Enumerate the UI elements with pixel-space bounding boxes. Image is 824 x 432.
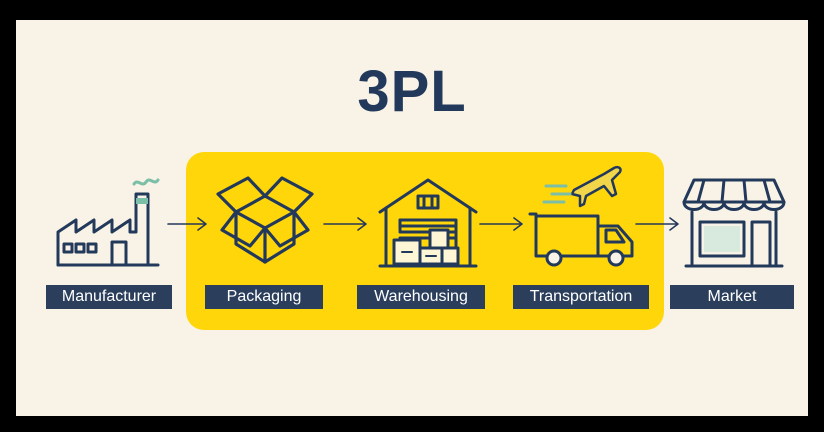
stage-label-packaging: Packaging [205, 285, 323, 309]
stage-label-manufacturer: Manufacturer [46, 285, 172, 309]
diagram-canvas: 3PL [16, 20, 808, 416]
truck-airplane-icon [528, 165, 634, 267]
arrow-packaging-to-warehousing [323, 217, 367, 231]
arrow-warehousing-to-transportation [479, 217, 523, 231]
diagram-title: 3PL [357, 59, 467, 124]
factory-icon [56, 178, 160, 267]
stage-label-warehousing: Warehousing [357, 285, 485, 309]
arrow-manufacturer-to-packaging [167, 217, 207, 231]
arrow-transportation-to-market [635, 217, 679, 231]
open-box-icon [216, 176, 314, 264]
stage-label-transportation: Transportation [513, 285, 649, 309]
storefront-icon [682, 178, 786, 268]
stage-label-market: Market [670, 285, 794, 309]
warehouse-icon [378, 178, 478, 268]
